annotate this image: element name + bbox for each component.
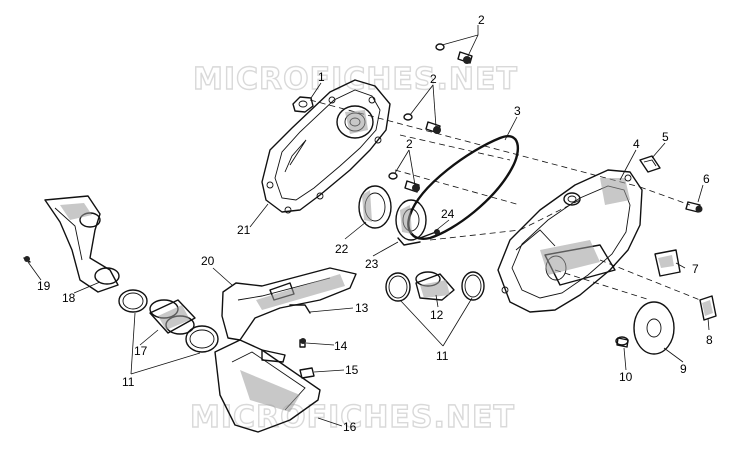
drive-belt-part-3 [407, 135, 520, 240]
clamp-part-11-d [185, 325, 219, 353]
intake-duct-part-20 [221, 267, 357, 341]
bolt-part-10 [615, 336, 629, 348]
callout-labels: 2 1 2 2 3 4 5 6 7 8 9 10 11 11 12 13 14 … [37, 13, 713, 434]
duct-part-12 [415, 271, 455, 301]
seal-part-22 [358, 185, 392, 229]
callout-6: 6 [703, 172, 710, 186]
clamp-part-11-b [461, 271, 485, 301]
callout-14: 14 [334, 339, 348, 353]
callout-7: 7 [692, 262, 699, 276]
callout-9: 9 [680, 362, 687, 376]
callout-15: 15 [345, 363, 359, 377]
tube-part-17 [149, 299, 196, 335]
clip-part-5 [639, 155, 661, 173]
callout-16: 16 [343, 420, 357, 434]
callout-20: 20 [201, 254, 215, 268]
callout-2-top: 2 [478, 13, 485, 27]
callout-24: 24 [441, 207, 455, 221]
callout-13: 13 [355, 301, 369, 315]
bolt-part-2-top [435, 43, 473, 64]
outlet-duct-part-18 [44, 195, 120, 293]
lower-housing-part-16 [214, 339, 321, 433]
outer-cover-part-4 [497, 169, 643, 313]
callout-17: 17 [134, 344, 148, 358]
callout-12: 12 [430, 308, 444, 322]
inner-cover-part-21 [261, 79, 391, 214]
callout-21: 21 [237, 223, 251, 237]
callout-11-right: 11 [436, 349, 449, 363]
callout-10: 10 [619, 370, 633, 384]
callout-2-middle: 2 [430, 72, 437, 86]
callout-4: 4 [633, 137, 640, 151]
plate-part-8 [699, 295, 717, 321]
decal-part-7 [654, 249, 681, 277]
leader-lines [27, 25, 710, 427]
callout-19: 19 [37, 279, 51, 293]
callout-8: 8 [706, 333, 713, 347]
callout-11-left: 11 [122, 375, 135, 389]
screw-part-14 [299, 338, 306, 348]
callout-2-lower: 2 [406, 137, 413, 151]
callout-1: 1 [318, 70, 325, 84]
callout-5: 5 [662, 130, 669, 144]
gasket-part-9 [633, 301, 675, 355]
callout-23: 23 [365, 257, 379, 271]
screw-part-19 [23, 256, 31, 263]
watermark-bottom: MICROFICHES.NET [190, 400, 515, 435]
bolt-part-6 [685, 201, 703, 213]
clamp-part-11-a [385, 272, 411, 302]
washer-part-1 [292, 96, 314, 113]
callout-3: 3 [514, 104, 521, 118]
hinge-part-15 [299, 367, 315, 379]
callout-18: 18 [62, 291, 76, 305]
bearing-plate-part-23 [395, 199, 427, 246]
callout-22: 22 [335, 242, 349, 256]
clamp-part-11-c [118, 289, 148, 313]
tab-part-13 [289, 304, 311, 314]
